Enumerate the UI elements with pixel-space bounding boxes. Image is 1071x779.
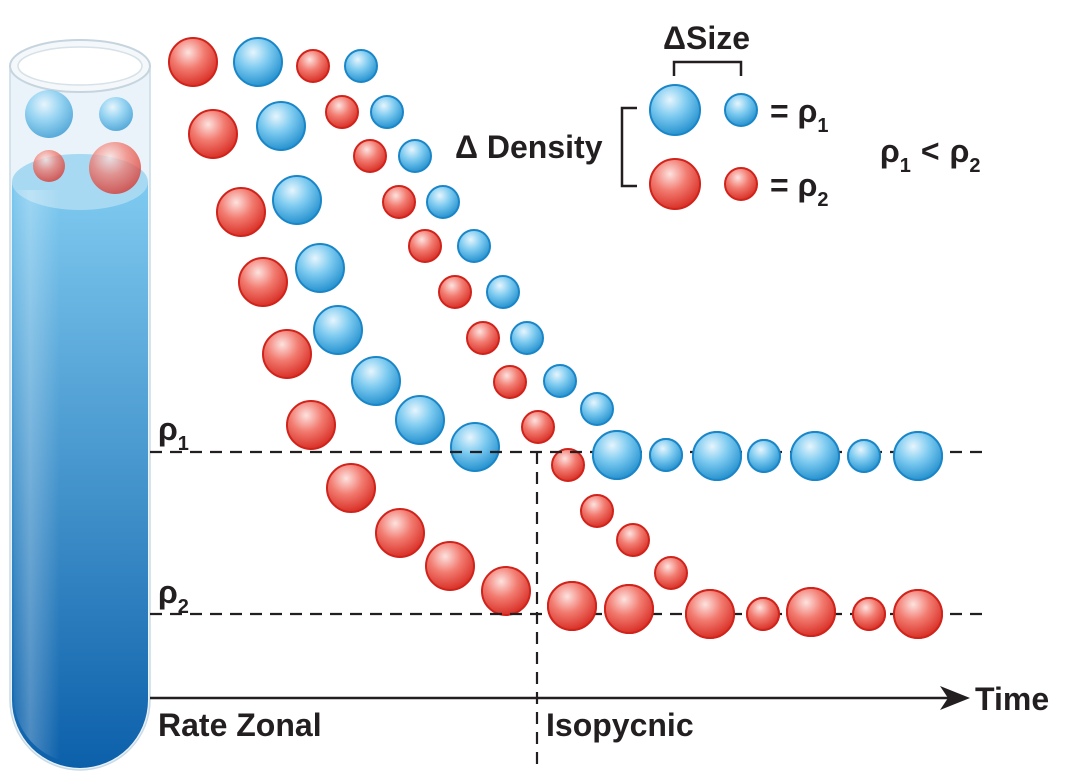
blue-particle: [395, 395, 445, 445]
blue-particle: [580, 392, 614, 426]
red-particle: [654, 556, 688, 590]
red-equilibrium-particle: [893, 589, 943, 639]
tube-particle-blue-small: [99, 97, 133, 131]
blue-particle: [272, 175, 322, 225]
blue-particle: [313, 305, 363, 355]
legend-blue-small-particle: [724, 93, 758, 127]
red-particle: [353, 139, 387, 173]
blue-equilibrium-particle: [692, 431, 742, 481]
particle-track-large-high-density: [168, 37, 943, 639]
rho1-level-label: ρ1: [158, 411, 189, 455]
red-particle: [438, 275, 472, 309]
red-particle: [188, 109, 238, 159]
red-equilibrium-particle: [786, 587, 836, 637]
equilibrium-particles: [547, 430, 943, 639]
blue-equilibrium-particle: [649, 438, 683, 472]
blue-particle: [457, 229, 491, 263]
blue-particle: [486, 275, 520, 309]
time-label: Time: [975, 681, 1049, 717]
tube-particle-red-large: [89, 142, 141, 194]
tube-sheen: [14, 190, 60, 760]
red-particle: [216, 187, 266, 237]
blue-particle: [398, 139, 432, 173]
blue-equilibrium-particle: [592, 430, 642, 480]
rho2-level-label: ρ2: [158, 574, 189, 618]
centrifuge-tube: [9, 39, 151, 771]
red-particle: [296, 49, 330, 83]
size-bracket: [672, 60, 743, 76]
red-particle: [326, 463, 376, 513]
blue-particle: [233, 37, 283, 87]
blue-particle: [426, 185, 460, 219]
red-equilibrium-particle: [746, 597, 780, 631]
red-particle: [521, 410, 555, 444]
red-particle: [286, 400, 336, 450]
isopycnic-label: Isopycnic: [546, 707, 694, 743]
red-particle: [580, 494, 614, 528]
density-inequality: ρ1<ρ2: [880, 133, 981, 177]
blue-equilibrium-particle: [747, 439, 781, 473]
red-particle: [466, 321, 500, 355]
red-particle: [481, 566, 531, 616]
red-equilibrium-particle: [852, 597, 886, 631]
red-particle: [616, 523, 650, 557]
red-particle: [168, 37, 218, 87]
delta-density-label: Δ Density: [455, 129, 603, 165]
blue-particle: [295, 243, 345, 293]
legend-red-large-particle: [649, 158, 701, 210]
blue-particle: [256, 101, 306, 151]
red-equilibrium-particle: [547, 581, 597, 631]
blue-particle: [543, 364, 577, 398]
tube-opening: [17, 46, 143, 86]
red-particle: [325, 95, 359, 129]
red-particle: [238, 257, 288, 307]
blue-particle: [370, 95, 404, 129]
time-axis-arrowhead: [940, 686, 970, 710]
red-particle: [262, 329, 312, 379]
legend-red-small-particle: [724, 167, 758, 201]
red-particle: [425, 541, 475, 591]
blue-particle: [450, 422, 500, 472]
red-equilibrium-particle: [604, 584, 654, 634]
density-bracket: [620, 106, 637, 188]
red-equilibrium-particle: [685, 589, 735, 639]
blue-equilibrium-particle: [893, 431, 943, 481]
rate-zonal-label: Rate Zonal: [158, 707, 322, 743]
tube-particle-blue-large: [25, 90, 73, 138]
red-particle: [375, 508, 425, 558]
legend: ΔSize Δ Density = ρ1 = ρ2 ρ1<ρ2: [455, 20, 981, 211]
blue-particle: [351, 356, 401, 406]
particle-paths: [168, 37, 943, 639]
blue-particle: [510, 321, 544, 355]
blue-particle: [344, 49, 378, 83]
blue-equilibrium-particle: [790, 431, 840, 481]
red-particle: [551, 448, 585, 482]
delta-size-label: ΔSize: [663, 20, 750, 56]
legend-blue-large-particle: [649, 84, 701, 136]
blue-equilibrium-particle: [847, 439, 881, 473]
red-particle: [408, 229, 442, 263]
legend-rho1-equation: = ρ1: [770, 93, 829, 137]
tube-particle-red-small: [33, 150, 65, 182]
red-particle: [493, 365, 527, 399]
red-particle: [382, 185, 416, 219]
legend-rho2-equation: = ρ2: [770, 167, 829, 211]
